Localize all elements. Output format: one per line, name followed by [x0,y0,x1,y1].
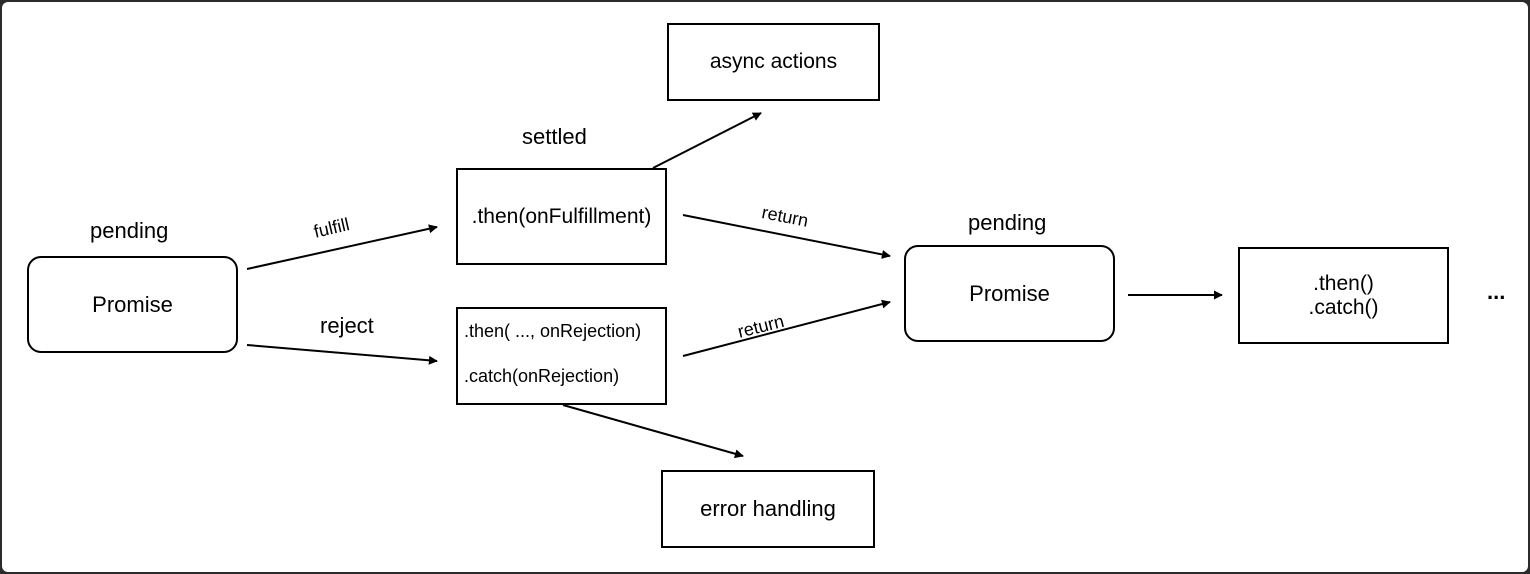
fulfill-arrow [246,224,438,270]
promise1-state-label: pending [90,218,169,243]
chain-methods-stack: .then() .catch() [1308,272,1378,320]
promise2-state-label: pending [968,210,1047,235]
async-actions-arrow [652,112,762,169]
chain-then-label: .then() [1313,271,1374,295]
then-fulfillment-text: .then(onFulfillment) [471,204,652,228]
async-actions-box: async actions [667,23,880,101]
promise2-box: Promise [904,245,1115,342]
reject-label: reject [320,313,374,338]
error-handling-box: error handling [661,470,875,548]
chain-catch-label: .catch() [1308,295,1379,319]
chain-methods-box: .then() .catch() [1238,247,1449,344]
rejection-handler-box: .then( ..., onRejection) .catch(onReject… [456,307,667,405]
return-lower-arrow [682,299,891,357]
fulfillment-handler-box: .then(onFulfillment) [456,168,667,265]
promise2-label: Promise [969,280,1050,306]
return-upper-arrow [682,214,891,259]
settled-state-label: settled [522,124,587,149]
async-actions-label: async actions [709,50,838,73]
promise1-box: Promise [27,256,238,353]
continuation-ellipsis: ... [1487,279,1506,304]
error-handling-arrow [562,404,744,459]
promise1-label: Promise [92,291,173,317]
error-handling-label: error handling [700,496,836,521]
then-rejection-text: .then( ..., onRejection) [464,321,642,341]
reject-arrow [246,344,438,365]
catch-rejection-text: .catch(onRejection) [464,366,620,386]
